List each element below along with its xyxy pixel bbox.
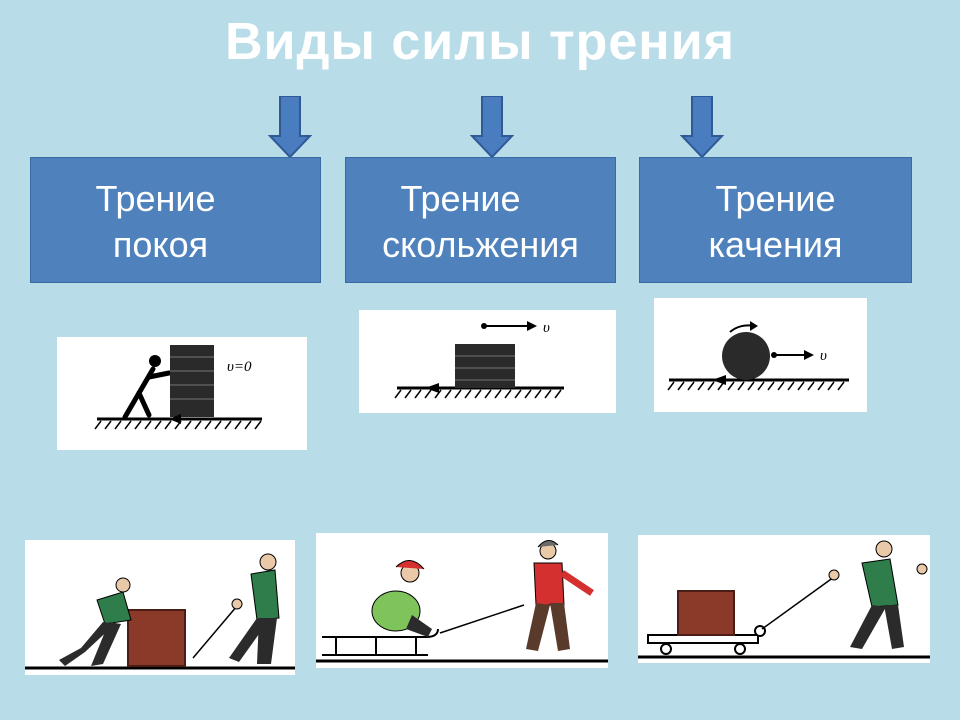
person-pulling-icon xyxy=(526,540,594,651)
arrow-down-icon xyxy=(680,96,724,158)
box-line2: покоя xyxy=(112,224,209,265)
crate-icon xyxy=(677,590,735,636)
rolling-ball-icon xyxy=(722,332,770,380)
static-friction-diagram: υ=0 xyxy=(57,337,307,450)
crate-icon xyxy=(127,609,186,667)
crate-icon xyxy=(455,344,515,388)
velocity-label: υ xyxy=(820,348,827,364)
box-line1: Трение xyxy=(400,178,521,219)
crate-icon xyxy=(170,345,214,417)
person-pushing-icon xyxy=(122,355,172,420)
rolling-friction-illustration xyxy=(638,535,930,663)
person-pushing-icon xyxy=(59,577,132,666)
velocity-label: υ=0 xyxy=(227,359,252,375)
sled-icon xyxy=(322,628,439,656)
sliding-friction-box: Трение скольжения xyxy=(345,157,616,283)
person-pulling-icon xyxy=(828,540,928,649)
sliding-friction-illustration xyxy=(316,533,608,668)
box-line2: скольжения xyxy=(382,224,579,265)
box-line1: Трение xyxy=(95,178,216,219)
page-title: Виды силы трения xyxy=(224,13,736,71)
rolling-friction-diagram: υ xyxy=(654,298,867,412)
box-line2: качения xyxy=(708,224,843,265)
velocity-label: υ xyxy=(543,320,550,336)
rolling-friction-box: Трение качения xyxy=(639,157,912,283)
sliding-friction-diagram: υ xyxy=(359,310,616,413)
arrow-down-icon xyxy=(268,96,312,158)
static-friction-illustration xyxy=(25,540,295,675)
person-pulling-icon xyxy=(192,553,280,664)
arrow-down-icon xyxy=(470,96,514,158)
child-on-sled-icon xyxy=(371,560,432,637)
box-line1: Трение xyxy=(715,178,836,219)
static-friction-box: Трение покоя xyxy=(30,157,321,283)
